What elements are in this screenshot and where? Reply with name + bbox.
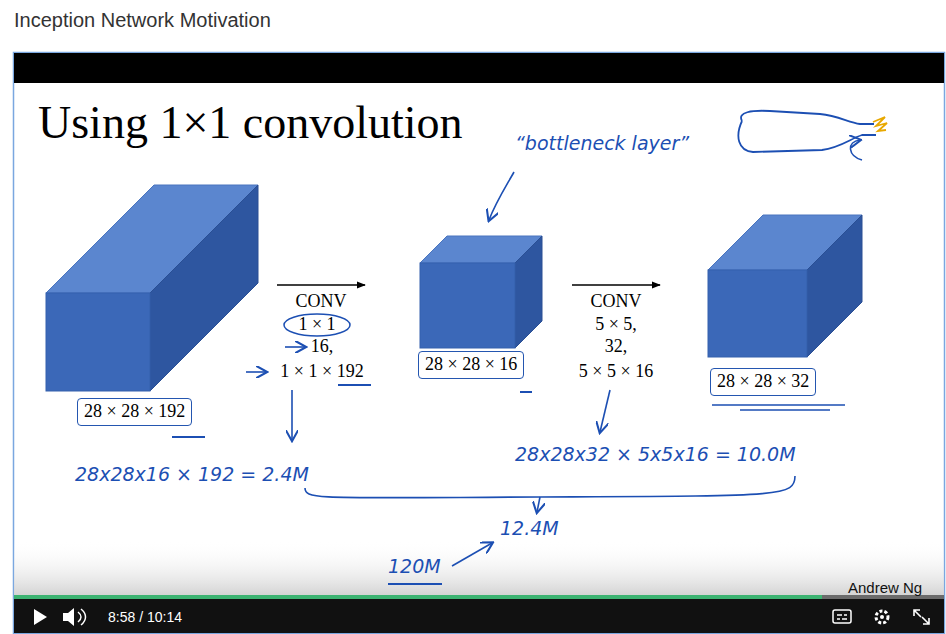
cuboid-front — [46, 293, 150, 391]
hand-arrow — [291, 390, 293, 440]
sum-bracket — [305, 476, 795, 498]
dimension-label: 28 × 28 × 192 — [77, 398, 192, 426]
volume-icon — [63, 608, 74, 626]
captions-icon — [833, 610, 851, 623]
video-fade — [14, 540, 944, 598]
circle-mark — [284, 314, 350, 336]
handwritten-note: 120M — [388, 555, 441, 578]
cuboid-front — [420, 263, 515, 348]
fullscreen-icon — [914, 610, 929, 624]
underline-mark — [520, 391, 532, 393]
operation-label: CONV — [590, 291, 641, 313]
underline-mark — [388, 583, 442, 585]
cuboid-front — [708, 270, 807, 357]
conv-parameter: 5 × 5 × 16 — [579, 361, 653, 383]
hand-arrow — [537, 497, 540, 512]
handwritten-note: 12.4M — [500, 517, 559, 540]
author-credit: Andrew Ng — [848, 579, 922, 597]
hand-arrow — [285, 346, 305, 348]
progress-track — [14, 595, 944, 599]
callout-arrow — [489, 172, 514, 220]
cuboid-shape — [708, 215, 862, 357]
handwritten-note: 28x28x16 × 192 = 2.4M — [75, 463, 309, 486]
hand-arrow — [452, 543, 492, 566]
progress-played — [14, 595, 822, 599]
underline-mark — [338, 384, 371, 386]
tensor-cuboid: 28 × 28 × 192 — [46, 185, 258, 391]
conv-arrow — [277, 284, 365, 286]
tensor-cuboid: 28 × 28 × 32 — [708, 215, 862, 357]
underline-mark — [712, 405, 845, 410]
handwritten-note: “bottleneck layer” — [515, 132, 689, 155]
bottle-sketch — [741, 111, 874, 124]
control-bar — [14, 599, 944, 633]
volume-icon — [78, 609, 86, 625]
cuboid-side — [807, 215, 862, 357]
cuboid-shape — [46, 185, 258, 391]
hand-arrow — [600, 390, 610, 432]
conv-parameter: 5 × 5, — [595, 314, 637, 336]
hand-arrow — [246, 371, 266, 373]
time-display: 8:58 / 10:14 — [108, 609, 182, 626]
settings-icon — [880, 615, 884, 619]
cuboid-shape — [420, 236, 542, 348]
captions-icon — [837, 615, 847, 619]
handwritten-note: 28x28x32 × 5x5x16 = 10.0M — [515, 443, 796, 466]
underline-mark — [172, 436, 205, 438]
video-top-bar — [14, 53, 944, 83]
cuboid-side — [515, 236, 542, 348]
conv-parameter: 16, — [311, 336, 334, 358]
dimension-label: 28 × 28 × 32 — [710, 368, 816, 396]
dimension-label: 28 × 28 × 16 — [418, 351, 524, 379]
play-icon — [34, 609, 47, 625]
bottle-cap-scribble — [873, 117, 887, 131]
conv-parameter: 32, — [605, 336, 628, 358]
conv-arrow — [572, 284, 660, 286]
bottle-arrow — [850, 140, 862, 160]
conv-parameter: 1 × 1 × 192 — [280, 361, 363, 383]
conv-parameter: 1 × 1 — [298, 314, 335, 336]
slide-title: Using 1×1 convolution — [38, 100, 463, 146]
tensor-cuboid: 28 × 28 × 16 — [420, 236, 542, 348]
bottle-sketch — [738, 121, 876, 152]
cuboid-side — [150, 185, 258, 391]
operation-label: CONV — [295, 291, 346, 313]
settings-icon — [876, 611, 888, 623]
page-heading: Inception Network Motivation — [14, 8, 271, 32]
video-frame — [14, 53, 945, 634]
